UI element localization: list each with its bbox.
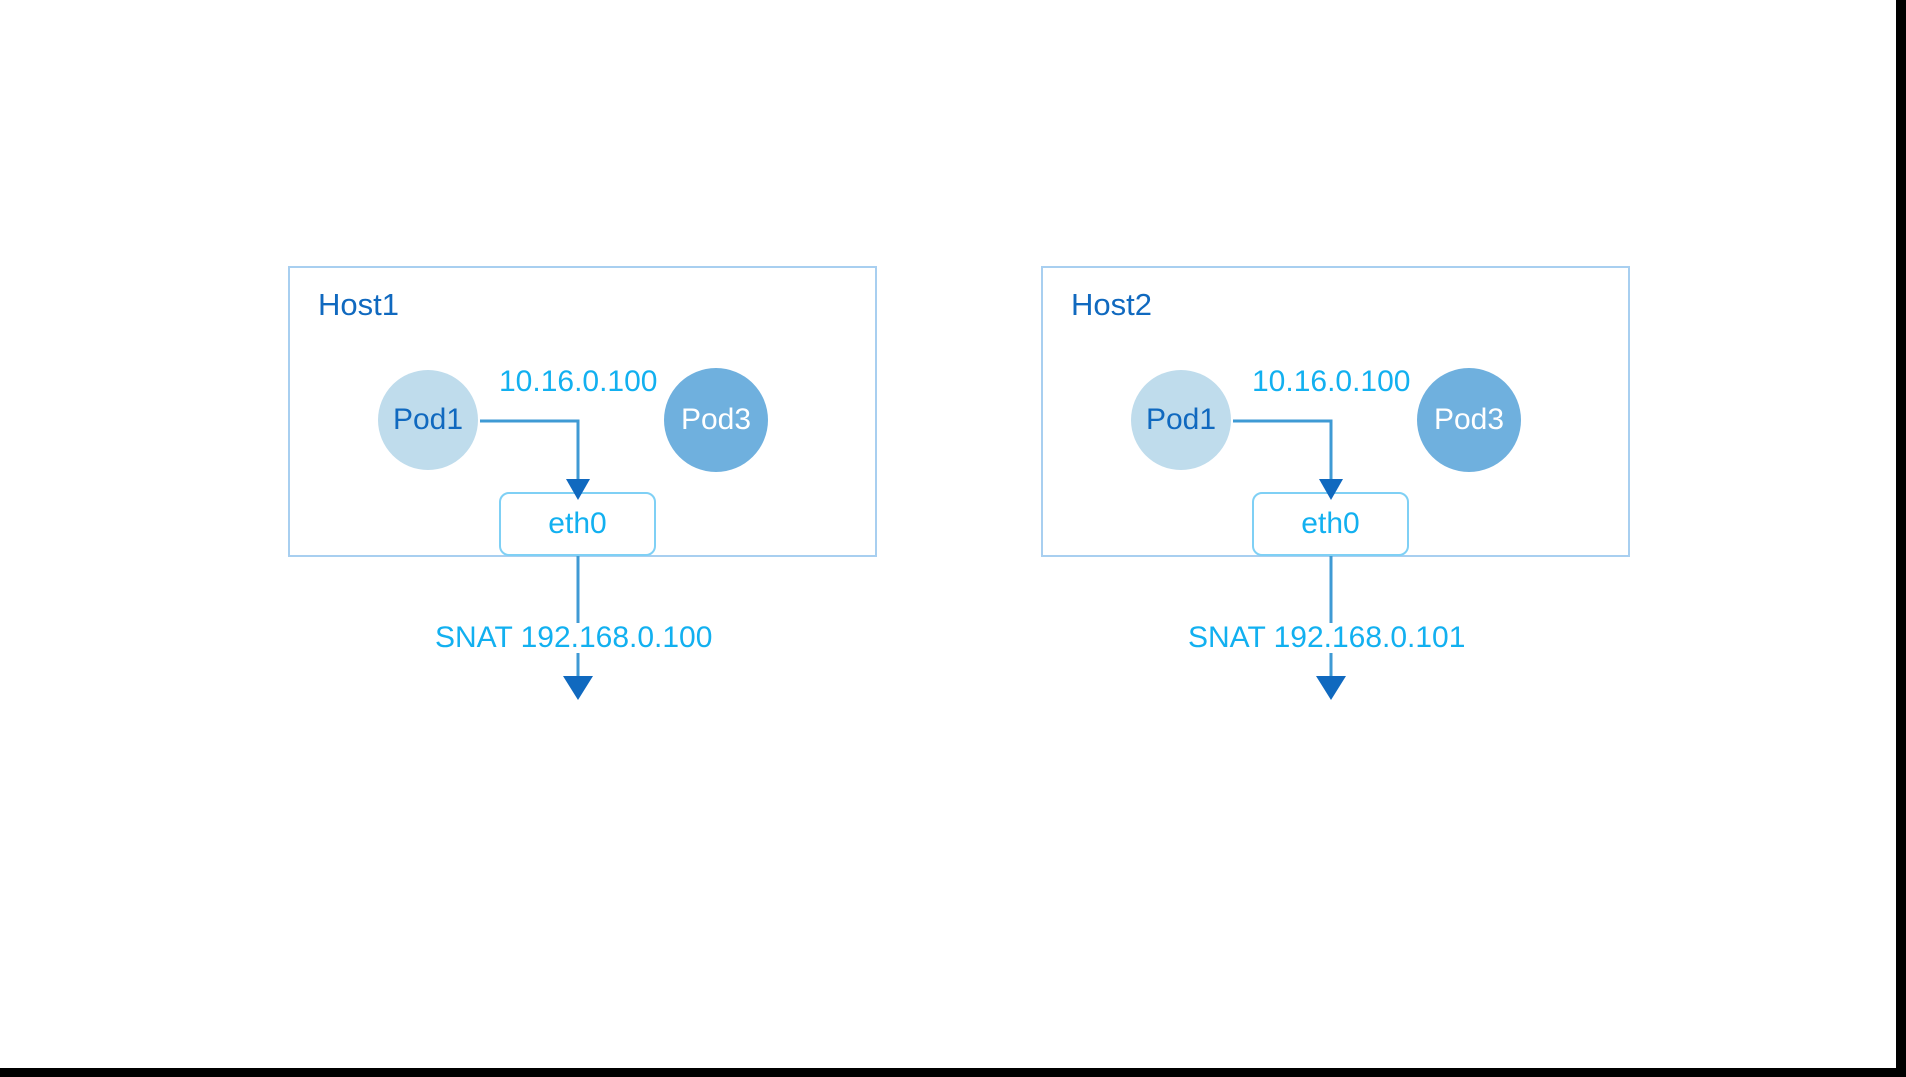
pod-circle-host2-pod1[interactable]: Pod1 <box>1131 370 1231 470</box>
pod-circle-host2-pod3[interactable]: Pod3 <box>1417 368 1521 472</box>
page-edge-bottom <box>0 1068 1906 1077</box>
eth0-label-host2: eth0 <box>1301 507 1360 540</box>
snat-label-host2: SNAT 192.168.0.101 <box>1182 623 1472 653</box>
pod-ip-label-host2: 10.16.0.100 <box>1252 365 1411 398</box>
pod-label-host2-pod3: Pod3 <box>1433 403 1505 436</box>
host-label-host1: Host1 <box>318 287 399 322</box>
pod-circle-host1-pod3[interactable]: Pod3 <box>664 368 768 472</box>
eth0-box-host2[interactable]: eth0 <box>1252 492 1409 556</box>
pod-label-host1-pod3: Pod3 <box>680 403 752 436</box>
eth0-box-host1[interactable]: eth0 <box>499 492 656 556</box>
eth0-label-host1: eth0 <box>548 507 607 540</box>
snat-label-host1: SNAT 192.168.0.100 <box>429 623 719 653</box>
host-label-host2: Host2 <box>1071 287 1152 322</box>
page-edge-right <box>1896 0 1906 1077</box>
pod-label-host1-pod1: Pod1 <box>392 403 464 436</box>
pod-circle-host1-pod1[interactable]: Pod1 <box>378 370 478 470</box>
pod-label-host2-pod1: Pod1 <box>1145 403 1217 436</box>
arrowhead-host2-snat <box>1316 676 1346 700</box>
pod-ip-label-host1: 10.16.0.100 <box>499 365 658 398</box>
arrowhead-host1-snat <box>563 676 593 700</box>
